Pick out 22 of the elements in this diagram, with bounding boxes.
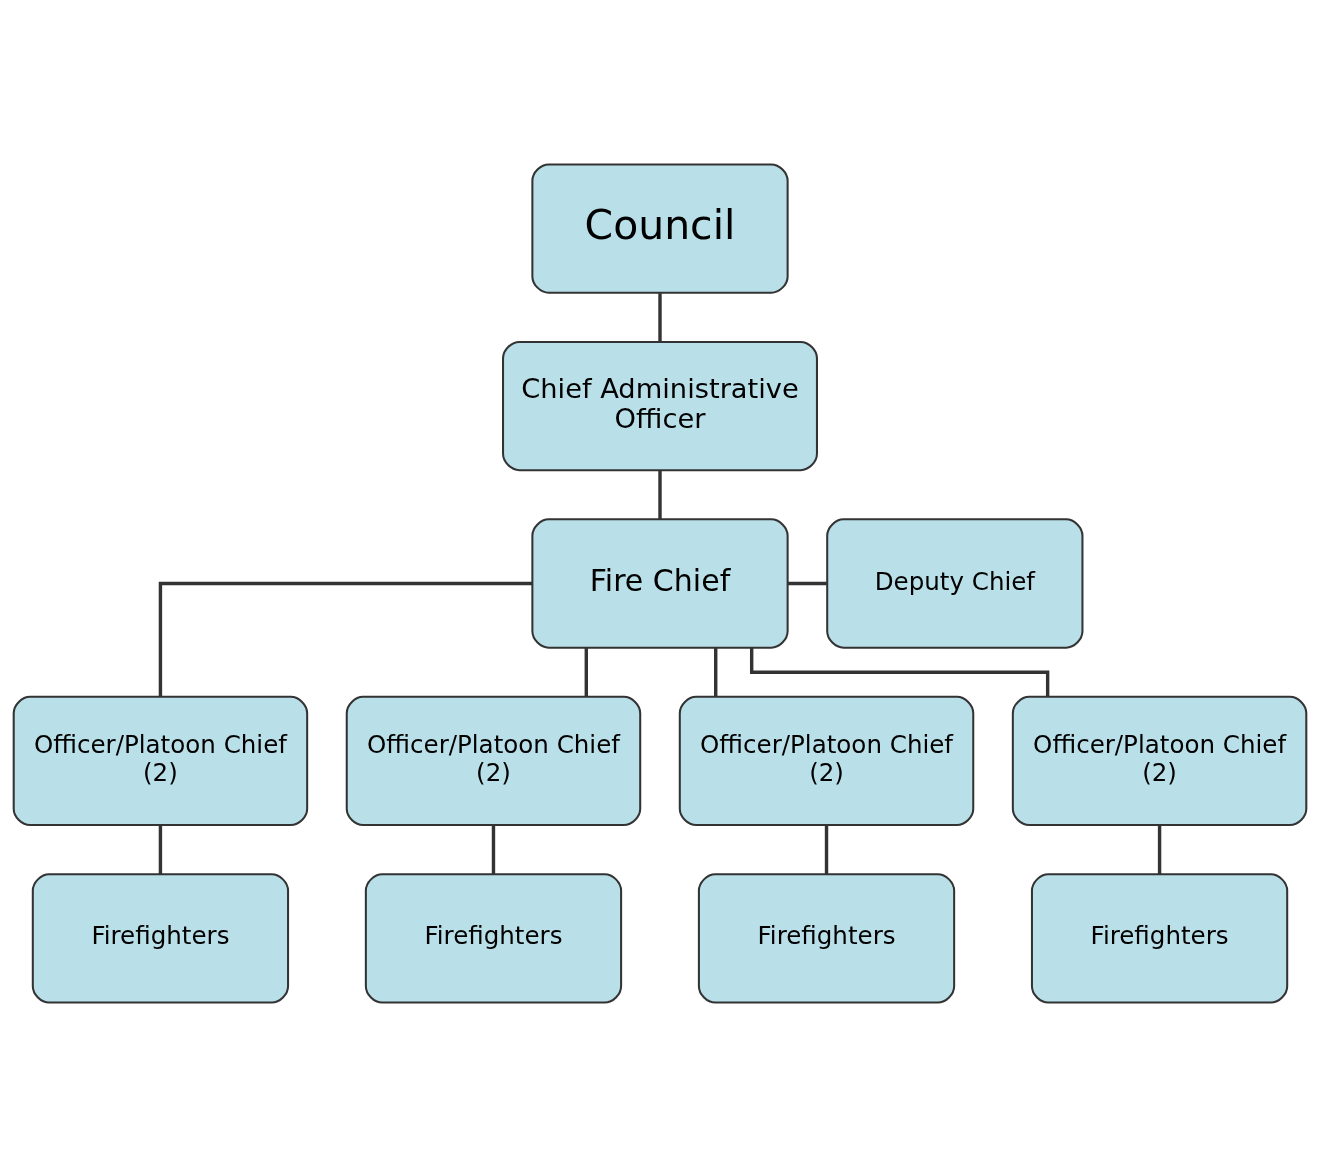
connector xyxy=(584,648,588,697)
node-box: Officer/Platoon Chief (2) xyxy=(345,695,642,827)
node-box: Chief Administrative Officer xyxy=(502,340,818,472)
node-box: Firefighters xyxy=(697,873,956,1004)
node-box: Fire Chief xyxy=(531,518,789,649)
connector xyxy=(824,825,829,875)
node-box: Officer/Platoon Chief (2) xyxy=(12,695,309,827)
node-box: Officer/Platoon Chief (2) xyxy=(1011,695,1308,827)
node-box: Firefighters xyxy=(1030,873,1289,1004)
connector xyxy=(1157,825,1162,875)
node-box: Firefighters xyxy=(31,873,290,1004)
node-box: Deputy Chief xyxy=(826,518,1084,649)
node-box: Officer/Platoon Chief (2) xyxy=(678,695,975,827)
connector xyxy=(788,581,827,586)
connector xyxy=(491,825,496,875)
connector xyxy=(658,293,662,342)
node-box: Firefighters xyxy=(364,873,623,1004)
connector xyxy=(658,470,662,520)
connector xyxy=(158,825,163,875)
connector xyxy=(158,581,532,697)
connector xyxy=(714,648,718,697)
node-box: Council xyxy=(531,163,789,294)
